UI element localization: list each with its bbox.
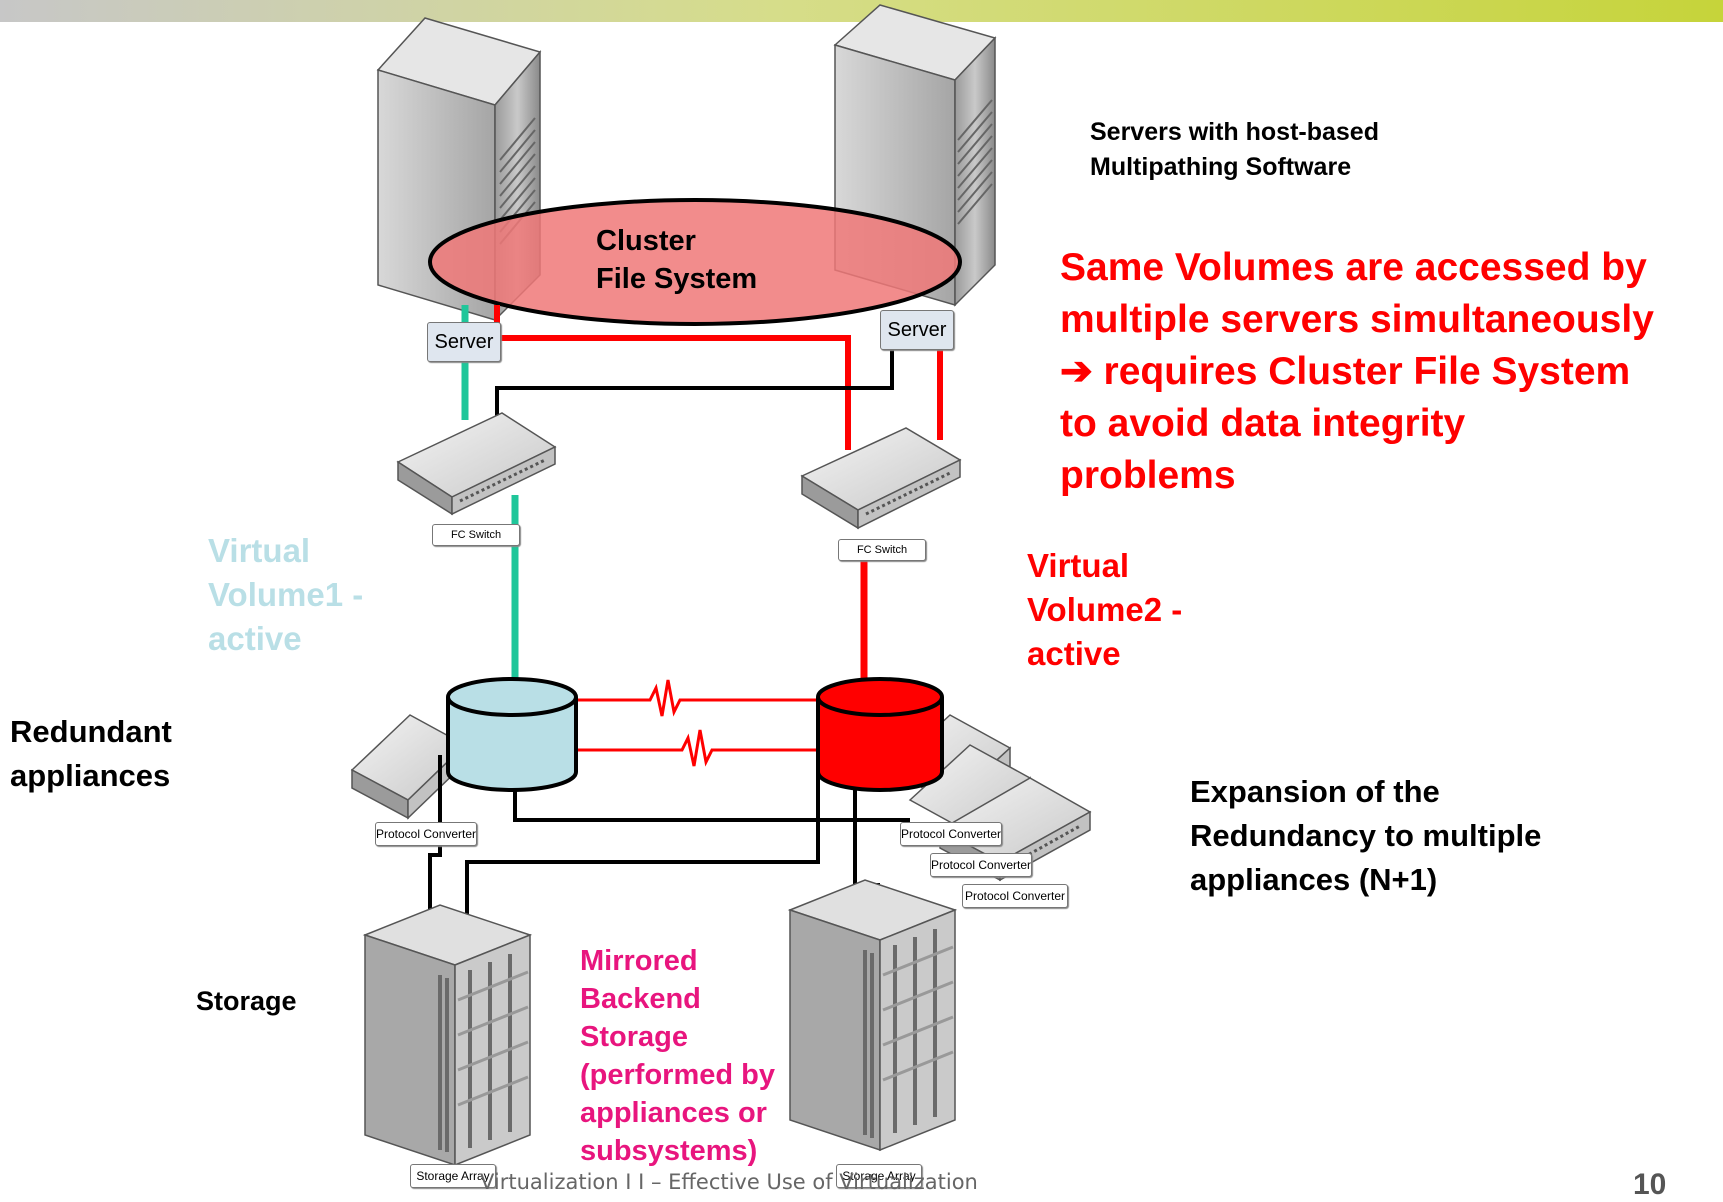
top-accent-bar (0, 0, 1723, 22)
storage-array-left-label: Storage Array (410, 1164, 496, 1188)
virtual-volume2-label: Virtual Volume2 - active (1027, 547, 1183, 672)
storage-array-right-device (787, 879, 958, 1152)
protocol-converter-r1-label: Protocol Converter (900, 822, 1002, 846)
virtual-volume1-label: Virtual Volume1 - active (208, 532, 364, 657)
mirror-links (578, 679, 816, 767)
storage-label: Storage (196, 986, 297, 1016)
page-number: 10 (1633, 1168, 1667, 1201)
virtual-volume2-cylinder (816, 677, 944, 792)
cluster-fs-label: Cluster File System (596, 225, 758, 295)
fc-switch-right-device (800, 427, 962, 530)
footer-text: Virtualization I I – Effective Use of Vi… (480, 1170, 978, 1194)
connections-middle (511, 495, 868, 680)
server-right-label: Server (880, 310, 954, 350)
protocol-converter-r2-label: Protocol Converter (930, 853, 1032, 877)
fc-switch-left-label: FC Switch (432, 524, 520, 546)
storage-array-left-device (362, 904, 533, 1167)
server-left-label: Server (427, 322, 501, 362)
same-volumes-note: Same Volumes are accessed by multiple se… (1060, 246, 1654, 497)
mirrored-backend-label: Mirrored Backend Storage (performed by a… (580, 945, 775, 1167)
connections-upper (461, 305, 943, 450)
cluster-file-system-ellipse (428, 198, 962, 326)
redundant-appliances-label: Redundant appliances (10, 714, 172, 793)
virtual-volume1-cylinder (446, 677, 578, 792)
servers-description: Servers with host-based Multipathing Sof… (1090, 118, 1379, 181)
protocol-converter-left-label: Protocol Converter (375, 822, 477, 846)
fc-switch-right-label: FC Switch (838, 539, 926, 561)
expansion-label: Expansion of the Redundancy to multiple … (1190, 774, 1542, 897)
fc-switch-left-device (396, 412, 557, 516)
storage-array-right-label: Storage Array (836, 1164, 922, 1188)
protocol-converter-r3-label: Protocol Converter (962, 884, 1068, 908)
